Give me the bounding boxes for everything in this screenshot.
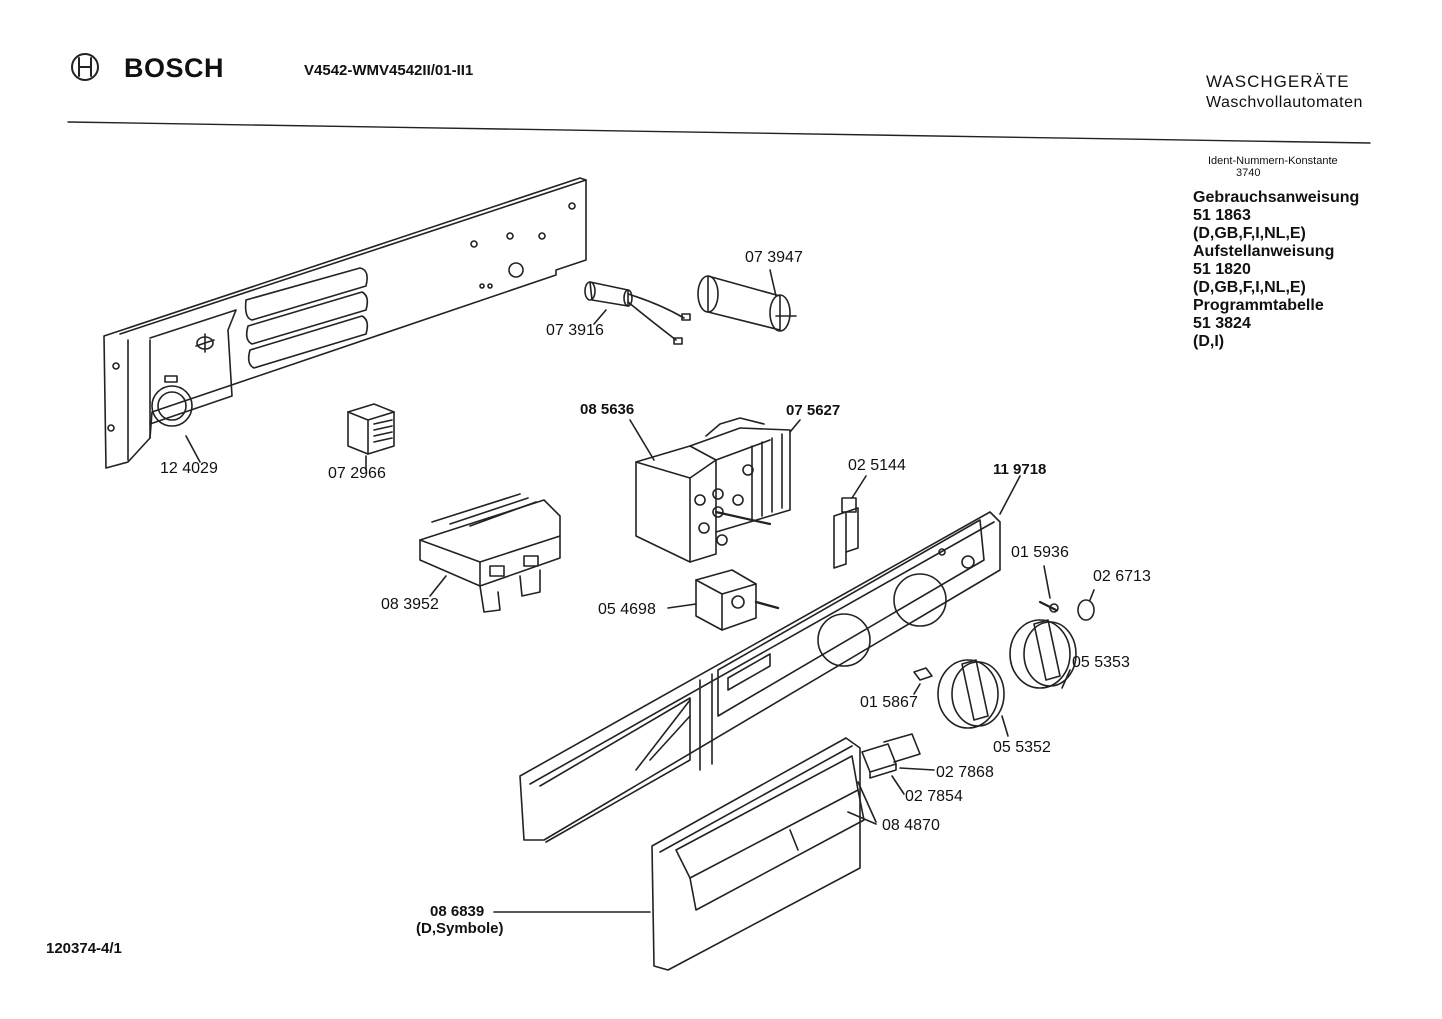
part-label-073947: 07 3947 [745, 249, 803, 266]
front-control-panel-part [519, 475, 1021, 843]
doc-languages: (D,GB,F,I,NL,E) [1193, 279, 1306, 296]
part-label-026713: 02 6713 [1093, 568, 1151, 585]
category-subtitle: Waschvollautomaten [1206, 94, 1363, 111]
capacitor-small-part [584, 281, 691, 345]
header-rule [67, 121, 1371, 144]
part-label-086839-note: (D,Symbole) [416, 920, 504, 937]
brand-name: BOSCH [124, 53, 225, 83]
part-label-073916: 07 3916 [546, 322, 604, 339]
selector-switch-part [667, 569, 780, 631]
part-label-084870: 08 4870 [882, 817, 940, 834]
part-label-083952: 08 3952 [381, 596, 439, 613]
part-label-055352: 05 5352 [993, 739, 1051, 756]
doc-title: Gebrauchsanweisung [1193, 189, 1360, 206]
part-label-085636: 08 5636 [580, 401, 635, 418]
part-label-054698: 05 4698 [598, 601, 656, 618]
category-title: WASCHGERÄTE [1206, 72, 1350, 91]
part-label-015936: 01 5936 [1011, 544, 1069, 561]
part-label-015867: 01 5867 [860, 694, 918, 711]
push-buttons-part [861, 733, 935, 795]
documents-list: Gebrauchsanweisung 51 1863 (D,GB,F,I,NL,… [1193, 189, 1359, 351]
detergent-drawer-front-part [493, 737, 877, 971]
cap-part [1077, 589, 1095, 621]
relay-part [347, 403, 395, 471]
part-label-027868: 02 7868 [936, 764, 994, 781]
part-label-124029: 12 4029 [160, 460, 218, 477]
switch-block-part [419, 493, 561, 613]
part-label-027854: 02 7854 [905, 788, 963, 805]
part-label-072966: 07 2966 [328, 465, 386, 482]
bosch-logo-icon [71, 53, 99, 81]
model-code: V4542-WMV4542II/01-II1 [304, 62, 474, 79]
rear-panel-part [103, 177, 587, 469]
doc-languages: (D,I) [1193, 333, 1225, 350]
doc-number: 51 3824 [1193, 315, 1251, 332]
knob-large-part [1009, 619, 1077, 689]
program-timer-part [629, 417, 801, 563]
ident-value: 3740 [1236, 167, 1261, 179]
doc-number: 51 1863 [1193, 207, 1251, 224]
part-label-055353: 05 5353 [1072, 654, 1130, 671]
doc-title: Programmtabelle [1193, 297, 1324, 314]
capacitor-large-part [697, 269, 797, 332]
small-button-part [913, 667, 933, 695]
ident-label: Ident-Nummern-Konstante [1208, 155, 1338, 167]
part-label-025144: 02 5144 [848, 457, 906, 474]
drawing-number: 120374-4/1 [46, 940, 122, 957]
doc-number: 51 1820 [1193, 261, 1251, 278]
part-label-075627: 07 5627 [786, 402, 841, 419]
part-label-086839: 08 6839 [430, 903, 485, 920]
part-label-119718: 11 9718 [993, 461, 1047, 478]
screw-part [1038, 565, 1059, 613]
doc-title: Aufstellanweisung [1193, 243, 1335, 260]
doc-languages: (D,GB,F,I,NL,E) [1193, 225, 1306, 242]
clip-part [833, 475, 867, 569]
knob-medium-part [937, 659, 1009, 737]
